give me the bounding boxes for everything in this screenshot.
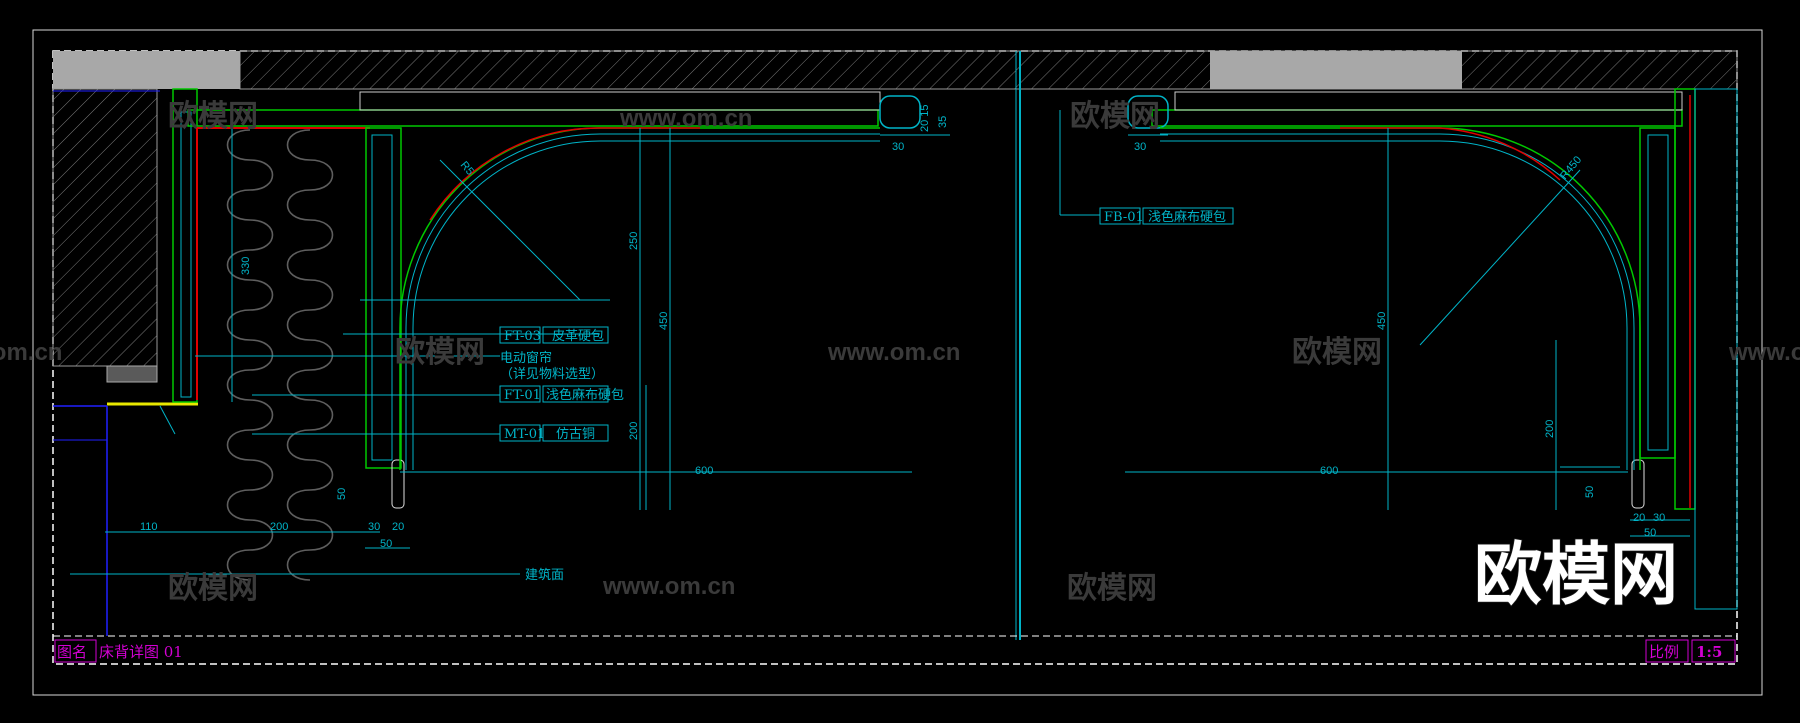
dim-600-right: 600 <box>1320 465 1338 477</box>
dim-20-right: 20 <box>1633 512 1645 524</box>
ft01-text: 浅色麻布硬包 <box>546 387 624 403</box>
watermark-url-5: www.om.cn <box>1728 339 1800 366</box>
right-arc-red <box>1340 127 1561 181</box>
watermark-brand-2: 欧模网 <box>395 335 485 370</box>
mt01-text: 仿古铜 <box>556 427 595 442</box>
curtain-wave <box>226 129 274 581</box>
scale-value-box <box>1691 639 1736 663</box>
left-column-core <box>371 134 393 461</box>
callout-leaders <box>159 333 600 435</box>
dim-30-right: 30 <box>1653 512 1665 524</box>
curtain-label-1: 电动窗帘 <box>500 350 552 366</box>
fb01-text: 浅色麻布硬包 <box>1148 209 1226 225</box>
top-panel <box>187 109 879 127</box>
dim-35: 35 <box>937 116 949 128</box>
dim-50-bottom: 50 <box>380 538 392 550</box>
radius-leader-right <box>1419 169 1581 346</box>
scale-label: 比例 <box>1649 643 1679 661</box>
left-column-foot <box>391 459 405 509</box>
mt01-code: MT-01 <box>504 427 545 442</box>
top-panel-right <box>1151 109 1683 127</box>
watermark-url-1: www.om.cn <box>619 105 752 132</box>
dim-200-right: 200 <box>1544 420 1556 438</box>
right-arc-outer <box>1160 127 1641 470</box>
right-arc-inner <box>1160 140 1628 470</box>
watermark-brand-5: 欧模网 <box>168 571 258 606</box>
drawing-name-label: 图名 <box>57 643 87 661</box>
dim-30-top-left: 30 <box>892 141 904 153</box>
right-outer-frame <box>1694 88 1738 610</box>
dim-20-15: 20 15 <box>919 104 931 132</box>
title-scale-box <box>1645 639 1689 663</box>
watermark-brand-1: 欧模网 <box>168 99 258 134</box>
dim-250: 250 <box>628 232 640 250</box>
ft01-code: FT-01 <box>504 388 541 403</box>
watermark-brand-4: 欧模网 <box>1292 335 1382 370</box>
brand-logo: 欧模网 <box>1474 536 1678 615</box>
gray-block-left <box>53 51 240 89</box>
dimension-lines <box>70 110 1690 575</box>
wall-label: 建筑面 <box>525 567 564 583</box>
dim-50-right-bottom: 50 <box>1644 527 1656 539</box>
scale-value: 1:5 <box>1696 643 1722 661</box>
right-column <box>1639 127 1676 459</box>
watermark-url-4: www.om.cn <box>0 339 62 366</box>
left-column <box>365 127 402 469</box>
dim-330: 330 <box>240 257 252 275</box>
right-column-core <box>1647 134 1669 451</box>
wall-base <box>106 365 158 383</box>
left-panel-outer <box>172 88 198 403</box>
curtain-track-left <box>879 95 921 129</box>
ceiling-slab <box>239 50 1738 90</box>
callout-boxes <box>499 207 1234 442</box>
left-arc-red <box>429 127 700 221</box>
top-board-right <box>1174 91 1683 111</box>
right-wall-edge <box>1674 88 1696 510</box>
watermark-brand-3: 欧模网 <box>1070 99 1160 134</box>
right-column-foot <box>1631 459 1645 509</box>
curtain-label-2: （详见物料选型） <box>500 367 604 382</box>
left-panel-inner <box>180 111 192 398</box>
radius-left: R5 <box>458 159 476 177</box>
watermark-brand-6: 欧模网 <box>1067 571 1157 606</box>
ft03-code: FT-03 <box>504 329 541 344</box>
ft03-text: 皮革硬包 <box>552 329 604 344</box>
dim-50-right: 50 <box>1584 486 1596 498</box>
gray-block-right <box>1210 51 1462 89</box>
dim-450-right: 450 <box>1376 312 1388 330</box>
fb01-code: FB-01 <box>1104 210 1144 225</box>
dim-30-bottom: 30 <box>368 521 380 533</box>
dim-50-left: 50 <box>336 488 348 500</box>
dim-200-bottom: 200 <box>270 521 288 533</box>
left-arc-mid <box>405 133 880 470</box>
title-name-box <box>54 639 97 663</box>
drawing-name-value: 床背详图 01 <box>99 643 183 661</box>
curtain-track-right <box>1127 95 1169 129</box>
dim-20-bottom: 20 <box>392 521 404 533</box>
radius-leader-left <box>439 159 581 301</box>
outer-frame <box>32 29 1763 696</box>
right-arc-mid <box>1160 133 1635 470</box>
dim-110: 110 <box>140 521 158 533</box>
watermark-url-2: www.om.cn <box>827 339 960 366</box>
top-board <box>359 91 881 111</box>
left-arc-inner <box>412 140 880 470</box>
dim-450-left: 450 <box>658 312 670 330</box>
watermark-url-3: www.om.cn <box>602 573 735 600</box>
dim-200-left: 200 <box>628 422 640 440</box>
dim-600-left: 600 <box>695 465 713 477</box>
curtain-wave-2 <box>286 129 334 581</box>
dim-30-top-right: 30 <box>1134 141 1146 153</box>
left-wall <box>52 88 158 367</box>
